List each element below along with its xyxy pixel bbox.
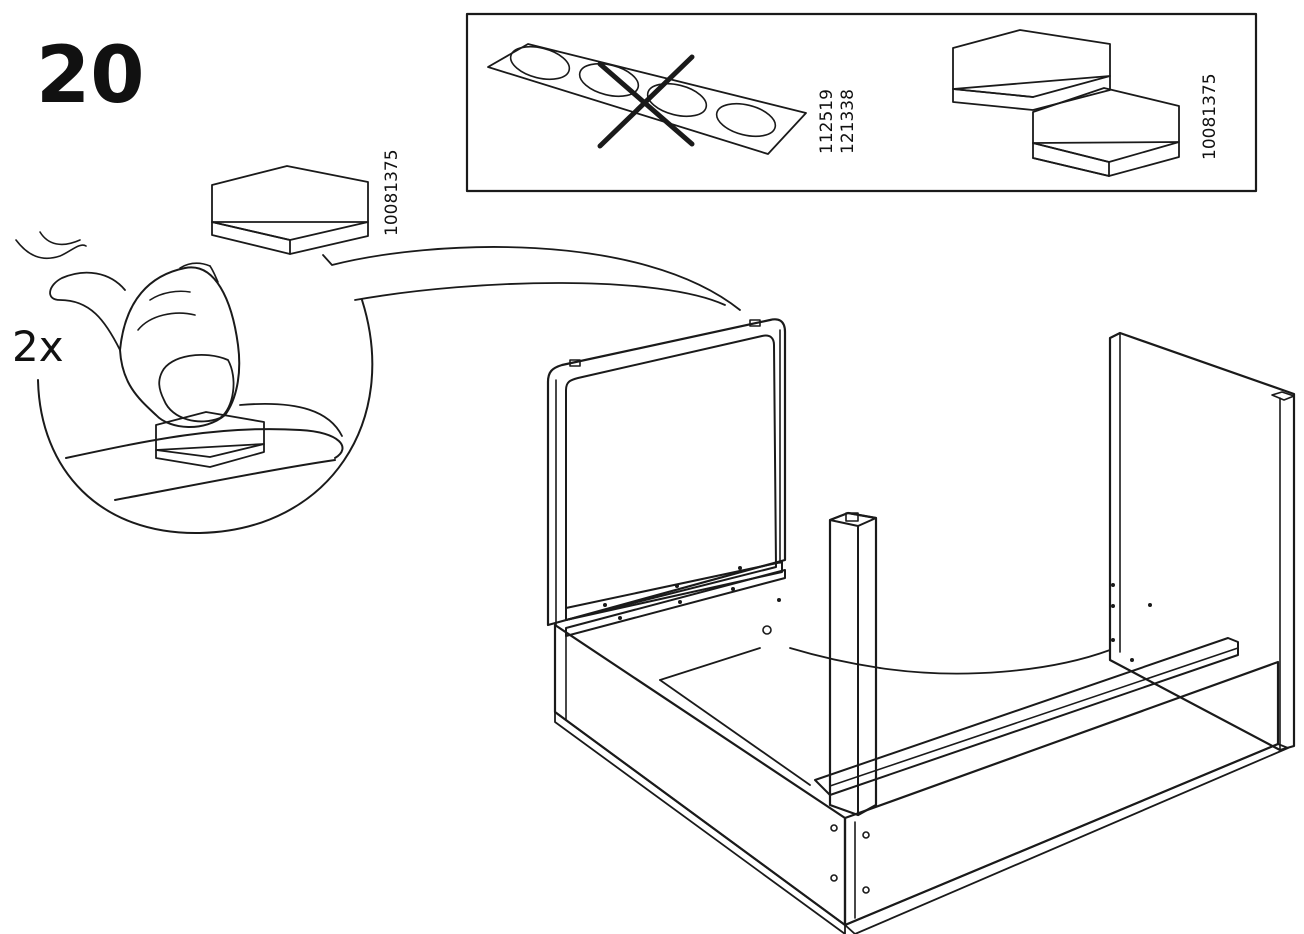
round-felt-pad-strip-icon	[487, 43, 807, 155]
back-rail	[814, 637, 1239, 796]
finger-press-icon	[15, 231, 241, 428]
table-leg	[828, 511, 878, 817]
hexagon-felt-pad-icon	[211, 165, 369, 255]
quantity-label: 2x	[12, 322, 64, 371]
rejected-article-number-1: 112519	[817, 89, 837, 154]
cross-out-icon	[597, 54, 695, 149]
hexagon-felt-pad-pair-icon	[952, 29, 1180, 177]
front-right-panel	[843, 660, 1289, 934]
article-number: 10081375	[382, 149, 402, 236]
leader-lines	[322, 246, 741, 311]
furniture-frame-illustration	[546, 318, 1296, 934]
accepted-article-number: 10081375	[1200, 73, 1220, 160]
left-side-panel	[546, 318, 787, 635]
rejected-article-number-2: 121338	[838, 89, 858, 154]
notice-box: 112519 121338 10081375	[465, 12, 1258, 193]
detail-magnifier	[15, 231, 374, 535]
right-side-panel	[1108, 331, 1296, 752]
step-number: 20	[36, 31, 145, 121]
front-left-panel	[553, 569, 847, 934]
